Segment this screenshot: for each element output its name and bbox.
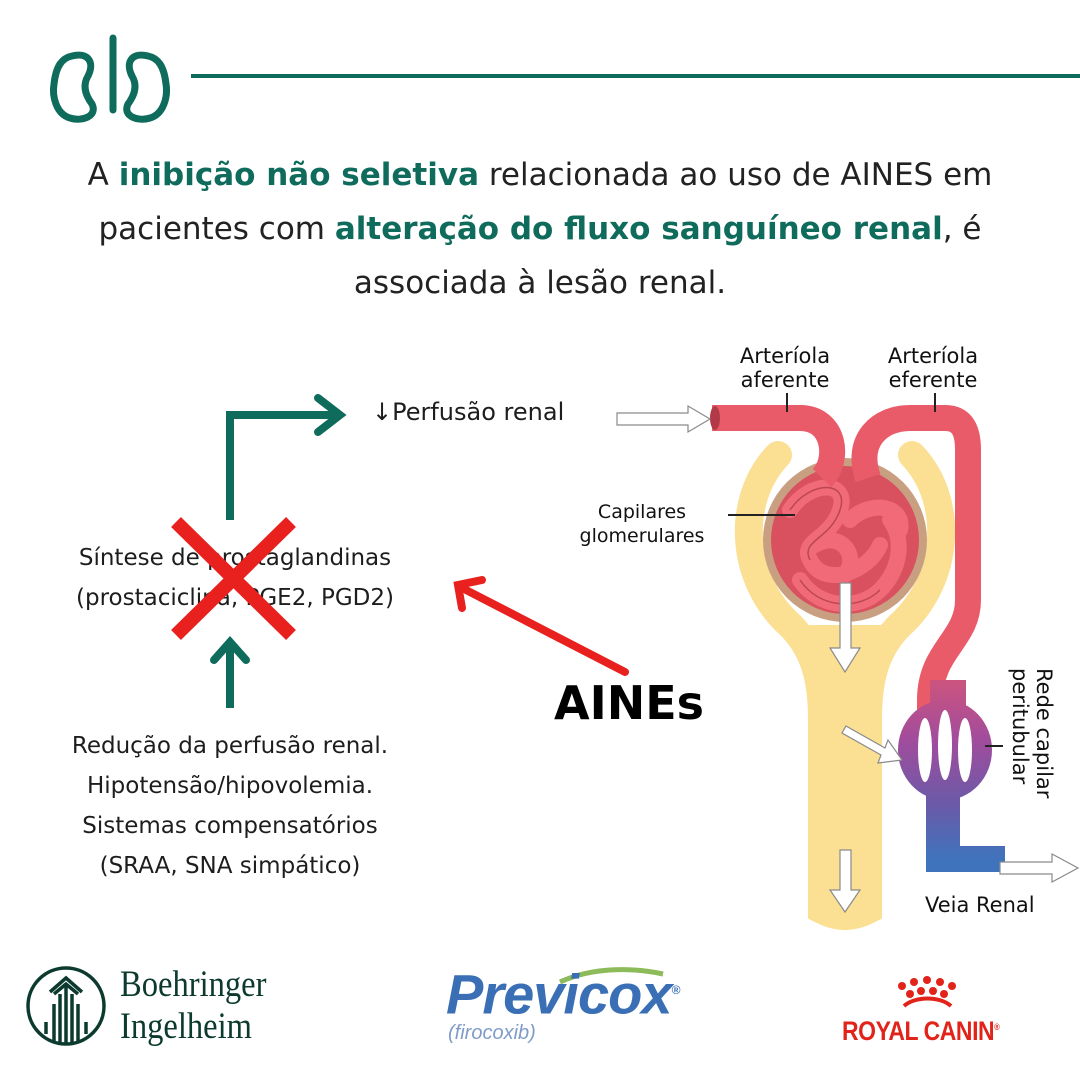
red-arrow-aines (462, 586, 629, 676)
green-arrowhead (210, 635, 250, 664)
label-line: Rede capilar (1032, 668, 1056, 799)
label-line: peritubular (1008, 668, 1032, 785)
logo-line: Ingelheim (120, 1006, 253, 1047)
peritubular-network (898, 680, 1005, 872)
label-line: eferente (888, 368, 978, 392)
headline-text: , é associada à lesão renal. (353, 211, 982, 301)
previcox-subtitle: (firocoxib) (448, 1022, 536, 1044)
efferent-arteriole (851, 405, 981, 720)
cause-line: Hipotensão/hipovolemia. (86, 773, 374, 799)
causes-block: Redução da perfusão renal. Hipotensão/hi… (10, 726, 450, 886)
previcox-logo: Previcox® (446, 962, 681, 1026)
arrow-diagonal-icon (841, 725, 904, 764)
label-line: Capilares (597, 501, 687, 523)
registered-mark: ® (671, 983, 681, 997)
perfusion-text: Perfusão renal (392, 398, 565, 426)
registered-mark: ® (994, 1022, 1000, 1032)
green-arrowhead (314, 394, 347, 436)
headline-highlight: inibição não seletiva (118, 157, 479, 193)
label-leaders (728, 393, 1003, 747)
flow-arrows-white (616, 404, 1080, 914)
header-logo (50, 34, 1080, 123)
cause-line: (SRAA, SNA simpático) (99, 853, 361, 879)
logo-text: Previcox (446, 962, 672, 1026)
red-arrowhead (453, 576, 486, 612)
cause-line: Redução da perfusão renal. (71, 733, 389, 759)
arrow-right-icon (999, 852, 1080, 884)
afferent-arteriole (712, 405, 846, 488)
arrow-right-icon (616, 404, 712, 434)
logo-text: ROYAL CANIN (842, 1016, 995, 1046)
previcox-swoosh-icon (558, 967, 664, 984)
aines-label: AINEs (554, 676, 705, 730)
cause-line: Sistemas compensatórios (82, 813, 378, 839)
boehringer-emblem-icon (26, 966, 106, 1046)
headline: A inibição não seletiva relacionada ao u… (40, 148, 1040, 310)
label-line: glomerulares (579, 525, 705, 547)
headline-text: A (87, 157, 119, 193)
arrow-down-icon (828, 849, 862, 914)
label-line: aferente (740, 368, 830, 392)
logo-line: Boehringer (120, 964, 267, 1005)
label-line: Arteríola (887, 344, 979, 368)
royal-canin-crown-icon (898, 976, 956, 1008)
perfusion-label: ↓Perfusão renal (372, 398, 564, 426)
glomerulus (771, 466, 919, 614)
down-arrow-icon: ↓ (372, 398, 393, 426)
vein-label: Veia Renal (925, 893, 1035, 917)
kidney-logo-icon (50, 34, 170, 123)
green-arrow-to-perfusion (226, 411, 339, 520)
headline-highlight: alteração do fluxo sanguíneo renal (334, 211, 943, 247)
royal-canin-logo: ROYAL CANIN® (842, 1012, 1000, 1046)
headline-text: relacionada ao uso de AINES em pacientes… (98, 157, 993, 247)
label-line: Arteríola (739, 344, 831, 368)
arrow-down-icon (828, 582, 862, 674)
